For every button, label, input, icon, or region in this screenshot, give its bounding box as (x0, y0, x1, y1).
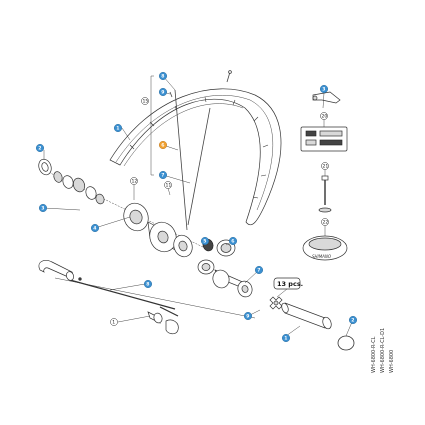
callout-marker: 6 (228, 236, 237, 245)
tire-lever-brand-text: SHIMANO (312, 254, 331, 259)
dust-cap (85, 186, 97, 200)
washer (62, 175, 74, 189)
svg-text:9: 9 (161, 90, 164, 96)
svg-text:2: 2 (38, 146, 41, 152)
svg-text:9: 9 (246, 314, 249, 320)
callout-marker: 21 (321, 162, 329, 170)
callout-marker: 1 (282, 334, 291, 343)
hub-assembly (38, 158, 206, 258)
quantity-callout-text: 13 pcs. (277, 280, 303, 288)
spoke-nipple (228, 70, 232, 74)
svg-text:4: 4 (93, 226, 96, 232)
svg-text:6: 6 (161, 143, 164, 149)
svg-text:12: 12 (132, 179, 138, 185)
spoke-bracket (150, 75, 154, 176)
side-label: WH-6800 (389, 350, 395, 373)
white-callout-markers: 15 12 11 1 20 21 22 (110, 97, 329, 326)
valve (318, 175, 332, 213)
callout-markers: 8 9 1 6 7 2 3 4 5 6 7 8 9 1 2 3 (36, 71, 358, 343)
callout-marker: 15 (141, 97, 149, 105)
callout-marker: 12 (130, 177, 138, 185)
valve-nut (318, 207, 332, 213)
quantity-callout: 13 pcs. (273, 277, 303, 298)
spoke (187, 107, 211, 226)
svg-text:8: 8 (161, 74, 164, 80)
svg-text:22: 22 (323, 220, 329, 226)
freehub-assembly (197, 238, 253, 298)
callout-marker: 1 (110, 318, 118, 326)
svg-text:3: 3 (41, 206, 44, 212)
quick-release (38, 260, 82, 281)
axle-group (54, 277, 256, 319)
callout-marker: 7 (158, 170, 167, 179)
side-label: WH-6800-R-CL (371, 336, 377, 373)
svg-text:15: 15 (143, 99, 149, 105)
skewer-nut (147, 311, 179, 335)
callout-marker: 8 (158, 71, 167, 80)
leader-lines (43, 75, 353, 337)
callout-marker: 7 (254, 266, 263, 275)
axle-tube (284, 302, 326, 329)
side-labels: WH-6800-R-CL WH-6800-R-CL-D1 WH-6800 (371, 328, 395, 373)
svg-text:1: 1 (112, 320, 115, 326)
spring (153, 312, 163, 324)
svg-text:1: 1 (284, 336, 287, 342)
svg-text:21: 21 (323, 164, 329, 170)
right-axle (269, 296, 355, 351)
axle (69, 279, 176, 310)
callout-marker: 6 (158, 140, 167, 149)
adjusting-nut (165, 319, 179, 335)
callout-marker: 22 (321, 218, 329, 226)
callout-marker: 2 (349, 316, 358, 325)
side-label: WH-6800-R-CL-D1 (380, 328, 386, 373)
svg-text:20: 20 (322, 114, 328, 120)
callout-marker: 3 (320, 84, 329, 93)
callout-marker: 11 (164, 181, 172, 189)
svg-text:7: 7 (161, 173, 164, 179)
callout-marker: 20 (320, 112, 328, 120)
callout-marker: 1 (113, 123, 122, 132)
callout-marker: 2 (36, 143, 45, 152)
spoke-tool-body (312, 91, 341, 104)
label-card (300, 126, 348, 152)
svg-text:7: 7 (257, 268, 260, 274)
svg-text:3: 3 (322, 87, 325, 93)
bearing (95, 193, 105, 205)
spoke-tool (312, 91, 341, 104)
callout-marker: 4 (90, 223, 99, 232)
axle-end (322, 316, 332, 330)
spokes (169, 70, 232, 231)
callout-marker: 9 (243, 312, 252, 321)
callout-marker: 3 (39, 203, 48, 212)
spoke (174, 89, 188, 231)
o-ring (337, 335, 355, 351)
rim-tape: SHIMANO (302, 235, 348, 261)
sticker-sheet (300, 126, 348, 152)
callout-marker: 9 (158, 87, 167, 96)
cone (72, 177, 86, 193)
svg-text:1: 1 (116, 126, 119, 132)
bearing-cup (53, 171, 63, 183)
svg-text:11: 11 (166, 183, 172, 189)
callout-marker: 8 (143, 280, 152, 289)
spoke-nipple (169, 91, 173, 98)
svg-text:6: 6 (231, 239, 234, 245)
svg-text:2: 2 (351, 318, 354, 324)
callout-marker: 5 (200, 236, 209, 245)
svg-text:8: 8 (146, 282, 149, 288)
svg-text:5: 5 (203, 239, 206, 245)
